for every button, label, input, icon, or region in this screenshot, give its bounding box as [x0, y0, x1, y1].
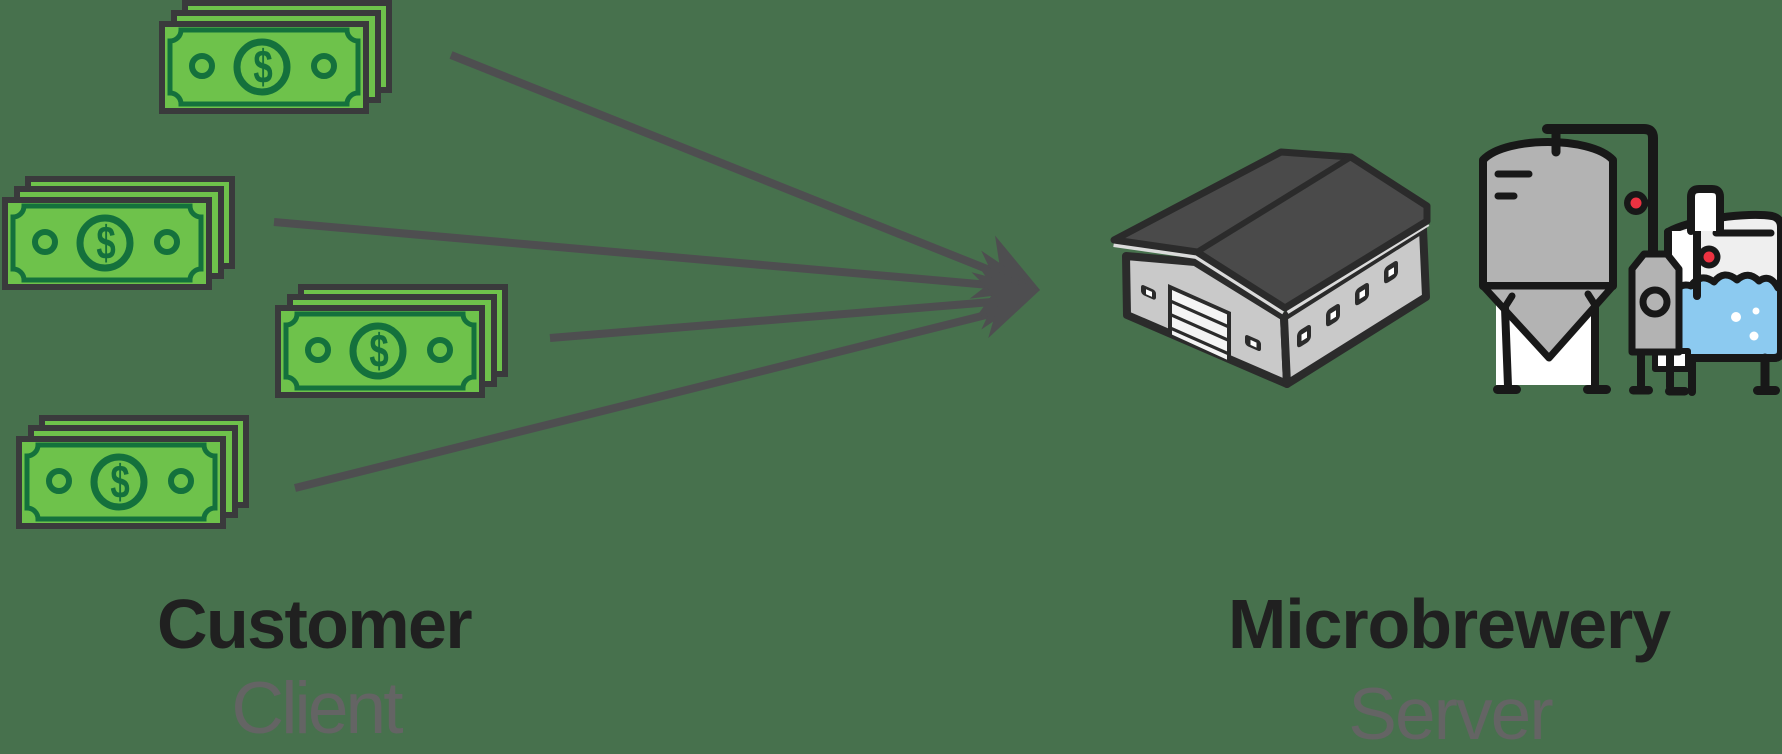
svg-text:Customer: Customer — [157, 585, 472, 663]
svg-text:Server: Server — [1348, 674, 1553, 754]
svg-text:Client: Client — [231, 668, 403, 749]
svg-text:Microbrewery: Microbrewery — [1228, 585, 1671, 663]
